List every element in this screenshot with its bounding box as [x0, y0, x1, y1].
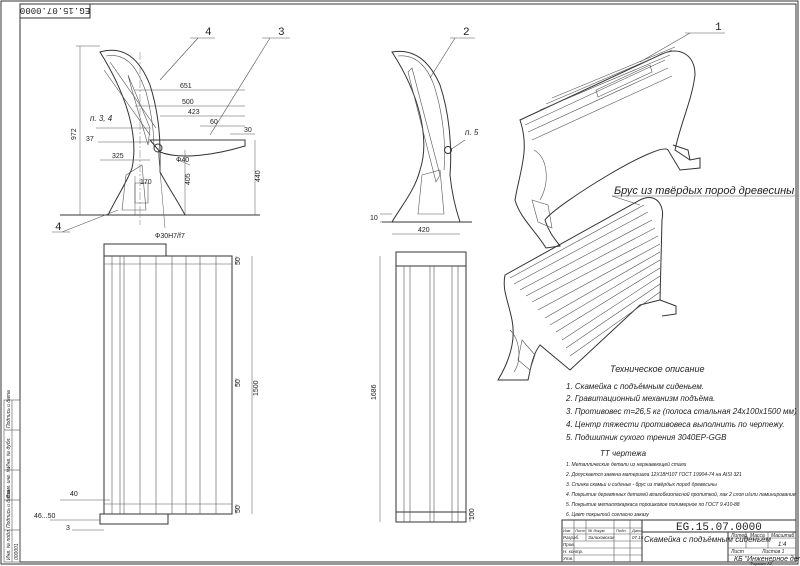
tb-sheets: Листов 1 — [761, 549, 785, 555]
side-view-left — [60, 45, 260, 229]
callout-3: 3 — [278, 27, 285, 39]
side-view-right — [380, 50, 472, 235]
tb-role-appr: Утв. — [563, 556, 573, 561]
tb-hdr-sign: Подп. — [616, 528, 627, 533]
tb-name: Скамейка с подъёмным сиденьем — [644, 535, 772, 544]
tb-role-check: Пров. — [563, 542, 575, 547]
dim-30: 30 — [244, 127, 252, 134]
tb-company: КБ "Инженерное дело" — [734, 555, 800, 563]
dim-fit: Ф30Н7/f7 — [155, 233, 185, 240]
callout-leaders — [52, 32, 725, 233]
tech-item-2: 2. Гравитационный механизм подъёма. — [565, 394, 715, 403]
tt-item-3: 3. Спинка скамьи и сиденье - брус из твё… — [566, 482, 717, 488]
margin-sign1: Подпись и дата — [6, 490, 12, 528]
callout-2: 2 — [463, 27, 470, 39]
tb-hdr-izm: Изм — [563, 528, 571, 533]
tb-format: Формат А3 — [750, 561, 773, 566]
dim-50-a: 50 — [235, 257, 242, 265]
dim-325: 325 — [112, 153, 124, 160]
tt-title: ТТ чертежа — [600, 449, 647, 458]
dim-1500: 1500 — [253, 380, 260, 396]
doc-number-rotated: EG.15.07.0000 — [20, 5, 90, 15]
tb-scale: 1:4 — [778, 542, 787, 548]
dim-10: 10 — [370, 215, 378, 222]
tb-sheet: Лист — [730, 549, 744, 555]
margin-inv-podl: Инв. № подл. — [6, 529, 12, 560]
tb-h-lit: Литер — [730, 533, 747, 539]
margin-vzam: Взам. инв. № — [6, 466, 12, 498]
tech-item-1: 1. Скамейка с подъёмным сиденьем. — [566, 382, 704, 391]
dim-dia40: Ф40 — [176, 157, 189, 164]
dim-37: 37 — [86, 136, 94, 143]
tb-code: EG.15.07.0000 — [676, 522, 762, 534]
margin-sign2: Подпись и дата — [6, 390, 12, 428]
tb-h-mass: Масса — [750, 533, 765, 539]
tt-item-2: 2. Допускается замена материала 12Х18Н10… — [565, 472, 742, 478]
tb-date-dev: 07.15 — [632, 535, 644, 540]
dim-46-50: 46...50 — [34, 513, 56, 520]
dim-972: 972 — [71, 128, 78, 140]
dim-405: 405 — [185, 173, 192, 185]
callout-4-top: 4 — [205, 27, 212, 39]
tt-item-1: 1. Металлические детали из нержавеющей с… — [566, 461, 687, 468]
dim-423: 423 — [188, 109, 200, 116]
pivot-bearing-2 — [444, 146, 452, 154]
dim-420: 420 — [418, 227, 430, 234]
dim-1686: 1686 — [371, 384, 378, 400]
tt-notes: ТТ чертежа 1. Металлические детали из не… — [565, 449, 796, 518]
tech-item-5: 5. Подшипник сухого трения 3040ЕР-GGB — [566, 433, 727, 442]
tt-item-4: 4. Покрытие деревянных деталей влагобезо… — [566, 491, 796, 498]
front-view-seat — [50, 243, 253, 531]
doc-number-stamp: EG.15.07.0000 — [19, 3, 91, 19]
tech-title: Техническое описание — [610, 364, 705, 374]
tt-item-6: 6. Цвет покрытий согласно заказу — [566, 511, 649, 518]
dim-440: 440 — [255, 170, 262, 182]
pivot-bearing — [153, 143, 163, 153]
tb-h-scale: Масштаб — [771, 533, 795, 539]
tech-item-4: 4. Центр тяжести противовеса выполнить п… — [566, 420, 785, 429]
dim-651: 651 — [180, 83, 192, 90]
dim-170: 170 — [140, 179, 152, 186]
tech-description: Техническое описание 1. Скамейка с подъё… — [565, 364, 797, 442]
wood-label: Брус из твёрдых пород древесины — [614, 185, 794, 197]
dim-60: 60 — [210, 119, 218, 126]
tb-role-nk: Н. контр. — [563, 549, 583, 554]
iso-bench-seated — [497, 197, 677, 381]
title-block — [561, 519, 797, 563]
tb-hdr-doc: № докум. — [588, 528, 606, 533]
dim-3: 3 — [66, 525, 70, 532]
margin-dubl: Инв. № дубл. — [6, 437, 12, 468]
dim-50-c: 50 — [235, 505, 242, 513]
callout-1: 1 — [715, 22, 722, 34]
callout-4-bottom: 4 — [55, 222, 62, 234]
dim-500: 500 — [182, 99, 194, 106]
inner-frame — [19, 3, 797, 563]
ref-p5: п. 5 — [465, 128, 479, 137]
tb-name-dev: Залиховская — [588, 535, 615, 540]
tb-role-dev: Разраб. — [563, 535, 579, 540]
tb-hdr-list: Лист — [574, 528, 586, 533]
front-view-frame — [379, 251, 471, 523]
tt-item-5: 5. Покрытие металлокаркаса порошковое по… — [566, 502, 740, 508]
iso-bench-raised — [514, 46, 701, 249]
margin-number: 000001 — [14, 543, 20, 560]
left-margin-strip: Инв. № подл. Подпись и дата Взам. инв. №… — [3, 390, 21, 563]
dim-50-b: 50 — [235, 379, 242, 387]
tb-hdr-date: Дата — [631, 528, 643, 533]
dim-40: 40 — [70, 491, 78, 498]
dim-100: 100 — [469, 508, 476, 520]
ref-p34: п. 3, 4 — [90, 114, 113, 123]
tech-item-3: 3. Противовес m=26,5 кг (полоса стальная… — [566, 407, 797, 416]
